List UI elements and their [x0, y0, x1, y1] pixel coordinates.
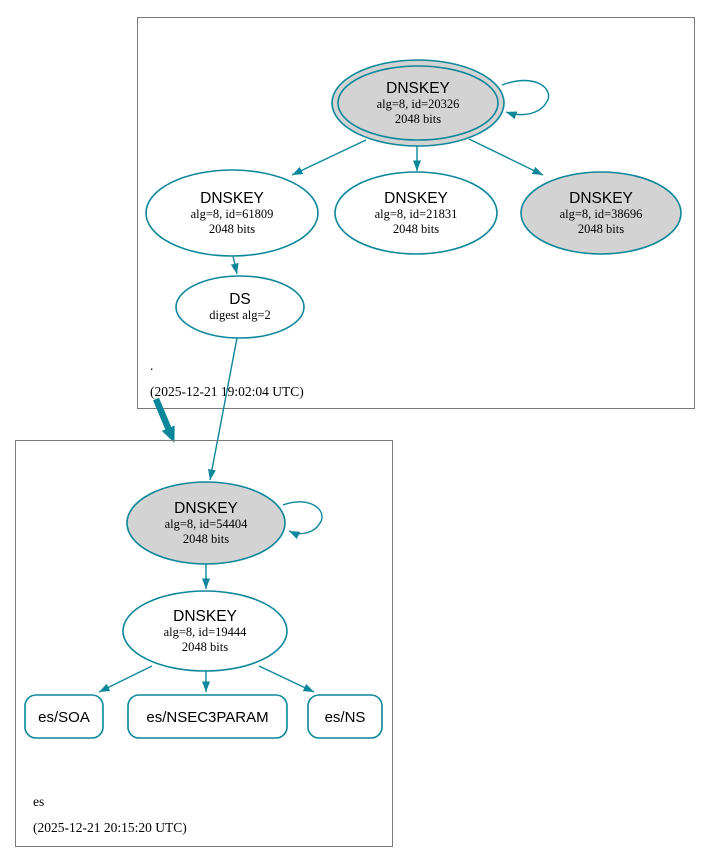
zone-cluster-root-border	[137, 17, 695, 409]
zone-cluster-es: es (2025-12-21 20:15:20 UTC) DNSKEY alg=…	[15, 440, 393, 847]
node-rrset-es-nsec3param[interactable]: es/NSEC3PARAM	[127, 694, 288, 739]
node-attr-bits: 2048 bits	[183, 532, 229, 546]
zone-label-es: es	[33, 794, 44, 809]
node-attr-bits: 2048 bits	[209, 222, 255, 236]
zone-cluster-root: . (2025-12-21 19:02:04 UTC) DNSKEY alg=8…	[137, 17, 695, 409]
zone-cluster-es-border	[15, 440, 393, 847]
node-attr-alg-id: alg=8, id=61809	[191, 207, 274, 221]
zone-timestamp-es: (2025-12-21 20:15:20 UTC)	[33, 820, 187, 835]
node-title: DNSKEY	[386, 80, 450, 97]
node-title: DNSKEY	[173, 608, 237, 625]
node-title: DNSKEY	[174, 500, 238, 517]
edge-ds-to-dnskey-54404	[208, 337, 238, 481]
node-attr-alg-id: alg=8, id=54404	[165, 517, 249, 531]
node-rrset-es-ns[interactable]: es/NS	[307, 694, 383, 739]
node-dnskey-54404[interactable]: DNSKEY alg=8, id=54404 2048 bits	[126, 481, 286, 565]
node-dnskey-61809[interactable]: DNSKEY alg=8, id=61809 2048 bits	[145, 169, 319, 257]
node-title: DNSKEY	[384, 190, 448, 207]
node-attr-alg-id: alg=8, id=19444	[164, 625, 248, 639]
node-attr-digest: digest alg=2	[209, 308, 271, 322]
node-ds[interactable]: DS digest alg=2	[175, 275, 305, 339]
edge-zsk19444-to-ns	[258, 665, 315, 693]
rrset-label: es/NS	[325, 709, 366, 726]
node-attr-alg-id: alg=8, id=21831	[375, 207, 458, 221]
rrset-label: es/NSEC3PARAM	[146, 709, 268, 726]
node-attr-bits: 2048 bits	[393, 222, 439, 236]
edge-zsk61809-to-ds	[230, 255, 239, 275]
node-dnskey-20326[interactable]: DNSKEY alg=8, id=20326 2048 bits	[331, 59, 505, 147]
rrset-label: es/SOA	[38, 709, 90, 726]
node-dnskey-19444[interactable]: DNSKEY alg=8, id=19444 2048 bits	[122, 590, 288, 672]
edge-ksk20326-to-zsk61809	[291, 139, 367, 176]
node-attr-alg-id: alg=8, id=38696	[560, 207, 643, 221]
node-title: DNSKEY	[200, 190, 264, 207]
node-attr-alg-id: alg=8, id=20326	[377, 97, 460, 111]
node-title: DS	[229, 291, 251, 308]
node-attr-bits: 2048 bits	[578, 222, 624, 236]
zone-label-root: .	[150, 358, 153, 373]
edge-zsk19444-to-soa	[98, 665, 153, 693]
edge-ksk20326-self-loop	[501, 79, 550, 120]
node-dnskey-21831[interactable]: DNSKEY alg=8, id=21831 2048 bits	[334, 171, 498, 255]
node-dnskey-38696[interactable]: DNSKEY alg=8, id=38696 2048 bits	[520, 171, 682, 255]
edge-delegation-root-to-es	[153, 397, 175, 443]
node-attr-bits: 2048 bits	[395, 112, 441, 126]
node-attr-bits: 2048 bits	[182, 640, 228, 654]
node-title: DNSKEY	[569, 190, 633, 207]
node-rrset-es-soa[interactable]: es/SOA	[24, 694, 104, 739]
edge-ksk54404-self-loop	[282, 501, 323, 540]
edge-ksk20326-to-key38696	[468, 138, 544, 176]
